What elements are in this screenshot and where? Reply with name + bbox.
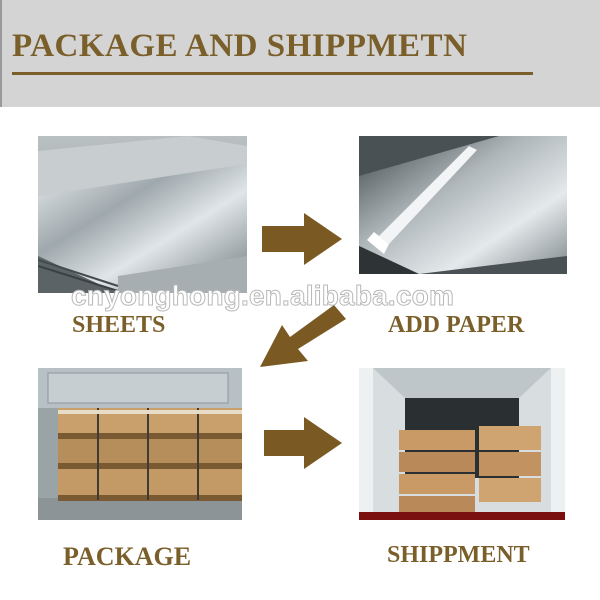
right-arrow-icon [264, 417, 342, 469]
page-title: PACKAGE AND SHIPPMETN [12, 28, 468, 64]
sheets-caption: SHEETS [72, 312, 166, 338]
right-arrow-icon [262, 213, 342, 265]
sheets-photo [38, 136, 247, 293]
shippment-caption: SHIPPMENT [387, 542, 530, 568]
package-photo [38, 368, 242, 520]
title-underline [12, 72, 533, 75]
package-caption: PACKAGE [63, 542, 192, 571]
down-left-arrow-icon [260, 305, 346, 367]
watermark: cnyonghong.en.alibaba.com [70, 280, 455, 312]
add-paper-photo [359, 136, 567, 274]
shippment-photo [359, 368, 565, 520]
page-header: PACKAGE AND SHIPPMETN [0, 0, 600, 107]
add-paper-caption: ADD PAPER [388, 312, 525, 338]
